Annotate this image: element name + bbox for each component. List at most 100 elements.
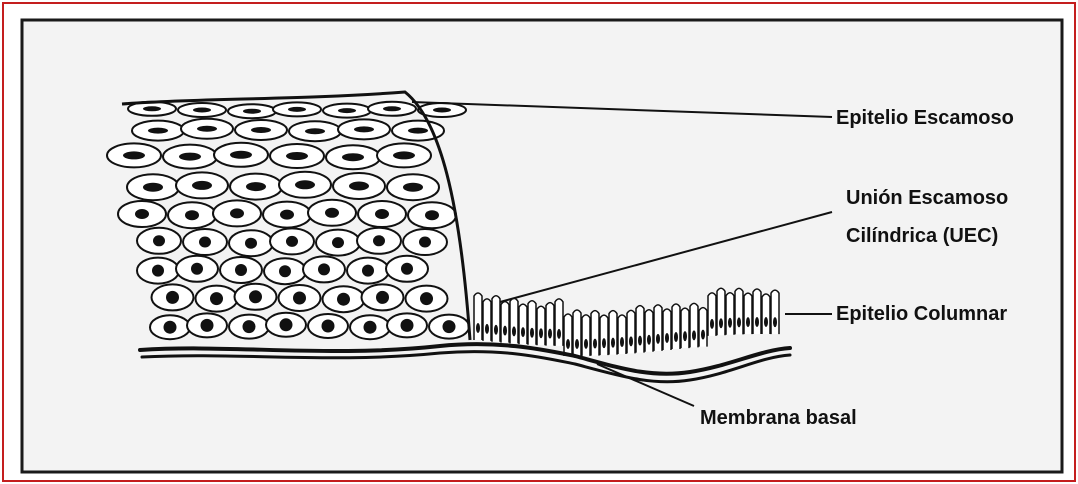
cell-nucleus (243, 320, 256, 333)
cell-nucleus (243, 109, 261, 114)
cell-nucleus (322, 320, 335, 333)
columnar-cell (744, 293, 752, 334)
cell-nucleus (764, 317, 768, 327)
label-columnar: Epitelio Columnar (836, 303, 1007, 325)
cell-nucleus (230, 208, 244, 218)
cell-nucleus (521, 327, 525, 337)
cell-nucleus (191, 263, 203, 275)
cell-nucleus (443, 320, 456, 333)
cell-nucleus (485, 324, 489, 334)
cell-nucleus (647, 335, 651, 345)
columnar-cell (771, 290, 779, 334)
cell-nucleus (376, 291, 389, 304)
columnar-cell (699, 308, 707, 347)
cell-nucleus (420, 292, 433, 305)
cell-nucleus (148, 128, 168, 134)
cell-nucleus (249, 290, 262, 303)
cell-nucleus (332, 237, 344, 248)
cell-nucleus (375, 209, 389, 219)
columnar-cell (753, 289, 761, 334)
columnar-cell (483, 299, 491, 341)
cell-nucleus (692, 330, 696, 340)
cell-nucleus (701, 330, 705, 340)
cell-nucleus (611, 338, 615, 348)
cell-nucleus (638, 336, 642, 346)
cell-nucleus (530, 328, 534, 338)
label-junction-line2: Cilíndrica (UEC) (846, 225, 998, 247)
cell-nucleus (584, 339, 588, 349)
columnar-cell (726, 293, 734, 335)
cell-nucleus (286, 236, 298, 247)
cell-nucleus (403, 183, 423, 192)
cell-nucleus (362, 265, 374, 277)
columnar-cell (546, 303, 554, 346)
label-squamous: Epitelio Escamoso (836, 107, 1014, 129)
cell-nucleus (288, 107, 306, 112)
cell-nucleus (425, 210, 439, 220)
label-basal: Membrana basal (700, 407, 857, 429)
squamous-epithelium (107, 92, 470, 340)
cell-nucleus (235, 264, 247, 276)
columnar-cell (564, 314, 572, 356)
columnar-cell (654, 305, 662, 351)
cell-nucleus (656, 334, 660, 344)
cell-nucleus (566, 339, 570, 349)
columnar-cell (645, 310, 653, 352)
cell-nucleus (280, 210, 294, 220)
cell-nucleus (629, 336, 633, 346)
columnar-cell (591, 311, 599, 356)
cell-nucleus (364, 321, 377, 334)
cell-nucleus (503, 326, 507, 336)
cell-nucleus (728, 318, 732, 328)
cell-nucleus (512, 326, 516, 336)
cell-nucleus (305, 128, 325, 134)
cell-nucleus (279, 265, 291, 277)
columnar-cell (519, 304, 527, 344)
cell-nucleus (674, 332, 678, 342)
cell-nucleus (143, 183, 163, 192)
cell-nucleus (201, 319, 214, 332)
columnar-cell (600, 315, 608, 355)
columnar-cell (492, 296, 500, 342)
cell-nucleus (575, 339, 579, 349)
cell-nucleus (318, 263, 330, 275)
cell-nucleus (408, 128, 428, 134)
cell-nucleus (337, 293, 350, 306)
columnar-cell (708, 293, 716, 336)
cell-nucleus (166, 291, 179, 304)
cell-nucleus (383, 106, 401, 111)
cell-nucleus (295, 180, 315, 189)
cell-nucleus (433, 108, 451, 113)
columnar-cell (501, 302, 509, 343)
cell-nucleus (293, 292, 306, 305)
columnar-cell (528, 301, 536, 345)
columnar-cell (663, 309, 671, 350)
cell-nucleus (539, 328, 543, 338)
cell-nucleus (143, 106, 161, 111)
cell-nucleus (401, 263, 413, 275)
columnar-cell (735, 288, 743, 334)
cell-nucleus (773, 317, 777, 327)
cell-nucleus (280, 318, 293, 331)
columnar-cell (672, 304, 680, 349)
cell-nucleus (401, 319, 414, 332)
columnar-cell (609, 311, 617, 355)
cell-nucleus (153, 235, 165, 246)
columnar-cell (537, 306, 545, 345)
cell-nucleus (152, 265, 164, 277)
cell-nucleus (245, 238, 257, 249)
columnar-cell (762, 294, 770, 334)
columnar-cell (627, 310, 635, 353)
cell-nucleus (164, 321, 177, 334)
cell-nucleus (210, 292, 223, 305)
cell-nucleus (338, 108, 356, 113)
cell-nucleus (246, 182, 266, 191)
columnar-cell (690, 303, 698, 347)
cell-nucleus (710, 319, 714, 329)
cell-nucleus (251, 127, 271, 133)
cell-nucleus (719, 318, 723, 328)
cell-nucleus (354, 126, 374, 132)
cell-nucleus (548, 329, 552, 339)
cell-nucleus (199, 237, 211, 248)
